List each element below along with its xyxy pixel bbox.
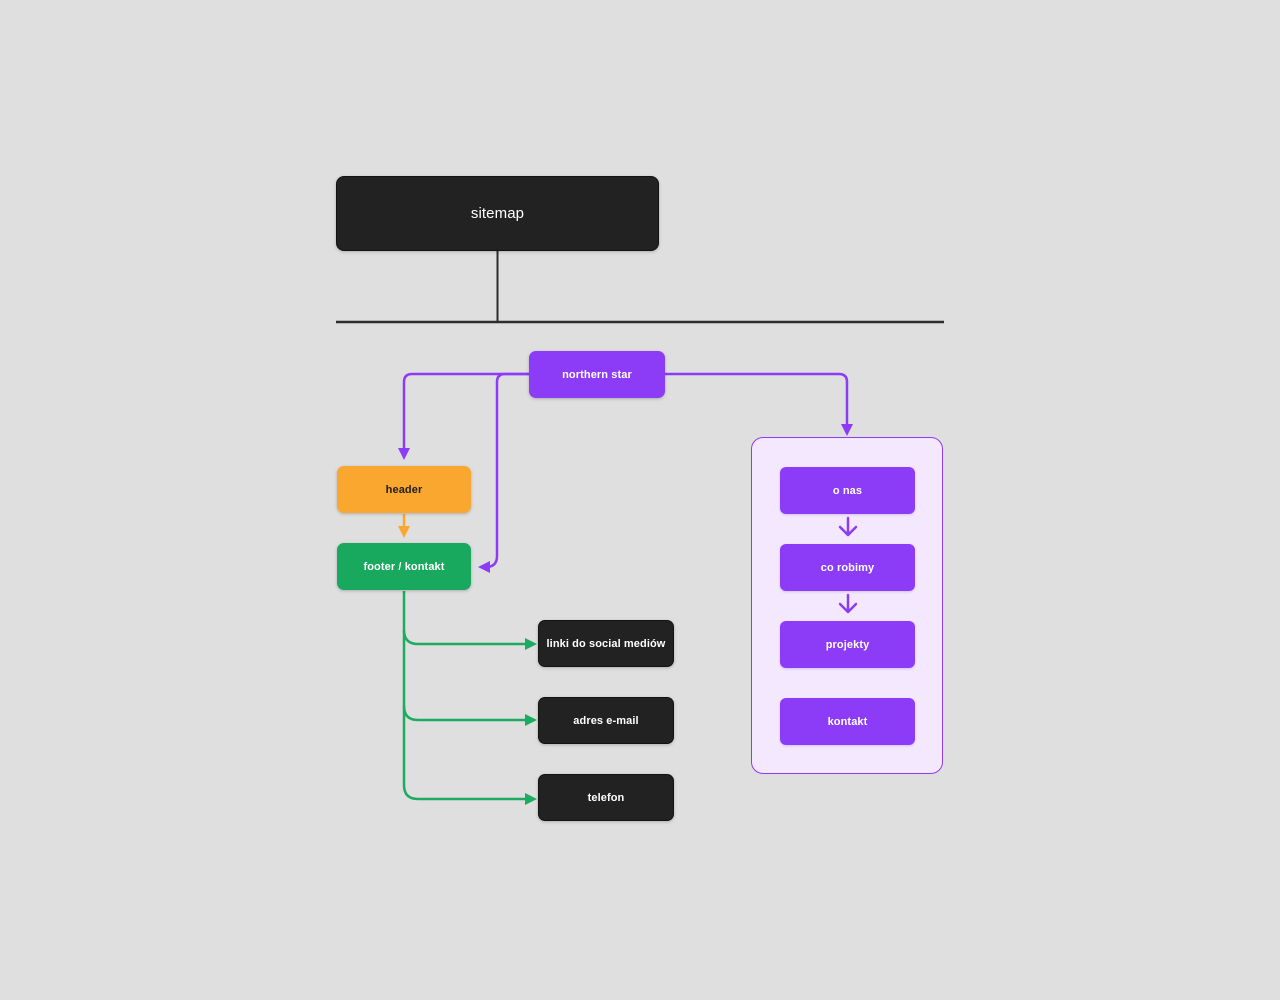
section-container[interactable]: o nas co robimy projekty kontakt: [751, 437, 943, 774]
connector-northernstar-header[interactable]: [398, 372, 529, 460]
node-about[interactable]: o nas: [780, 467, 915, 514]
connector-northernstar-section[interactable]: [665, 372, 853, 436]
connector-header-footer[interactable]: [398, 514, 410, 538]
connector-footer-social[interactable]: [402, 629, 537, 650]
connector-about-whatwedo[interactable]: [838, 516, 858, 537]
node-what-we-do[interactable]: co robimy: [780, 544, 915, 591]
node-footer[interactable]: footer / kontakt: [337, 543, 471, 590]
node-sitemap[interactable]: sitemap: [336, 176, 659, 251]
connector-footer-phone[interactable]: [402, 591, 537, 805]
node-projects[interactable]: projekty: [780, 621, 915, 668]
node-email[interactable]: adres e-mail: [538, 697, 674, 744]
node-contact[interactable]: kontakt: [780, 698, 915, 745]
node-header[interactable]: header: [337, 466, 471, 513]
connector-footer-email[interactable]: [402, 705, 537, 726]
section-connector-layer: [838, 516, 858, 614]
node-phone[interactable]: telefon: [538, 774, 674, 821]
node-northern-star[interactable]: northern star: [529, 351, 665, 398]
node-social-links[interactable]: linki do social mediów: [538, 620, 674, 667]
connector-northernstar-footer[interactable]: [478, 372, 529, 573]
connector-whatwedo-projects[interactable]: [838, 593, 858, 614]
